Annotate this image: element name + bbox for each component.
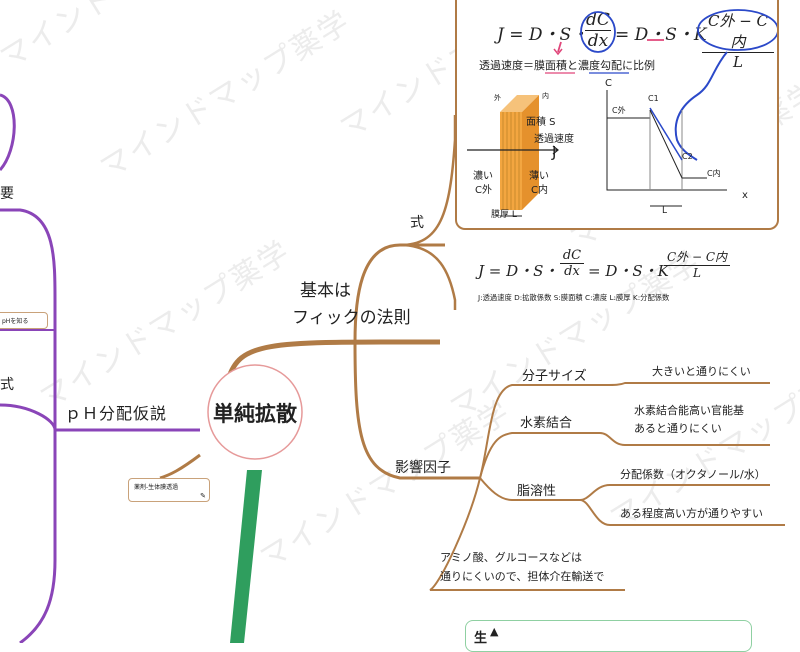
- left-partial-note-text: pHを知る: [2, 318, 29, 325]
- formula-frac1-den: dx: [564, 264, 580, 279]
- card-frac2-den: L: [733, 53, 743, 71]
- carrier-note-line2[interactable]: 通りにくいので、担体介在輸送で: [440, 570, 605, 583]
- rate-symbol: J: [552, 143, 557, 161]
- frac1-circle: [580, 11, 616, 53]
- formula-text-node[interactable]: J = D・S・ dC dx = D・S・K C外 − C内 L: [478, 248, 748, 288]
- graph-c2-label: C2: [682, 152, 693, 161]
- basic-law-line2[interactable]: フィックの法則: [292, 308, 411, 328]
- bottom-box-label: 生: [474, 631, 488, 646]
- card-frac2: C外 − C内 L: [702, 10, 774, 71]
- membrane-illustration: [467, 95, 559, 217]
- ph-partition-label[interactable]: ｐＨ分配仮説: [65, 404, 168, 423]
- graph-c-in-label: C内: [707, 169, 721, 178]
- factor-lipophilicity-detail-2[interactable]: ある程度高い方が通りやすい: [620, 507, 763, 520]
- thickness-label: 膜厚 L: [491, 210, 517, 220]
- arrow-up-icon: ▲: [490, 625, 499, 638]
- concentration-graph: [606, 90, 727, 207]
- factor-hydrogen-bond[interactable]: 水素結合: [520, 416, 573, 431]
- caption-term-gradient: 濃度勾配: [578, 59, 622, 72]
- factor-branches: [429, 382, 785, 591]
- caption-prefix: 透過速度＝: [479, 59, 534, 72]
- carrier-note-line1[interactable]: アミノ酸、グルコースなどは: [440, 551, 583, 564]
- caption-and: と: [567, 59, 578, 72]
- thin-symbol: C内: [531, 185, 548, 196]
- small-note-box[interactable]: 薬剤-生体膜透過 ✎: [128, 478, 210, 502]
- card-frac1-num: dC: [585, 10, 611, 31]
- card-caption: 透過速度＝膜面積と濃度勾配に比例: [479, 57, 655, 73]
- card-frac2-num: C外 − C内: [702, 10, 774, 53]
- left-partial-formula-label: 式: [0, 377, 14, 393]
- formula-frac1: dC dx: [560, 248, 584, 279]
- center-node[interactable]: 単純拡散: [213, 402, 297, 426]
- formula-eq-part2: = D・S・K: [588, 262, 669, 280]
- formula-card[interactable]: J = D・S・ dC dx = D・S・K C外 − C内 L: [455, 0, 779, 230]
- formula-eq-part1: J = D・S・: [478, 262, 559, 280]
- frac2-circle: [697, 9, 777, 51]
- factor-molecular-size-detail[interactable]: 大きいと通りにくい: [652, 365, 751, 378]
- blue-curve: [674, 51, 728, 161]
- graph-x-label: x: [742, 190, 748, 201]
- factor-hydrogen-bond-detail-2[interactable]: あると通りにくい: [634, 422, 722, 435]
- left-branch-lines: [0, 93, 200, 643]
- center-node-circle: [207, 364, 303, 460]
- green-branch: [230, 470, 262, 643]
- factor-molecular-size[interactable]: 分子サイズ: [522, 369, 587, 384]
- caption-suffix: に比例: [622, 59, 655, 72]
- card-eq-part2: = D・S・K: [615, 25, 707, 45]
- card-equation: J = D・S・ dC dx = D・S・K C外 − C内 L: [497, 10, 777, 71]
- formula-frac2-den: L: [693, 266, 701, 280]
- graph-c-out-label: C外: [612, 106, 626, 115]
- small-note-text: 薬剤-生体膜透過: [134, 484, 179, 491]
- formula-frac2-num: C外 − C内: [664, 248, 730, 266]
- factors-title[interactable]: 影響因子: [395, 460, 451, 476]
- card-frac1: dC dx: [585, 10, 611, 51]
- card-eq-part1: J = D・S・: [497, 25, 589, 45]
- area-label: 面積 S: [526, 117, 556, 128]
- left-partial-note[interactable]: pHを知る: [0, 312, 48, 329]
- factor-hydrogen-bond-detail-1[interactable]: 水素結合能高い官能基: [634, 404, 744, 417]
- basic-law-branch: [225, 115, 480, 480]
- card-frac1-den: dx: [587, 31, 609, 51]
- pink-arrow-head: [553, 48, 563, 56]
- graph-c1-label: C1: [648, 94, 659, 103]
- left-partial-top-label: 要: [0, 186, 14, 202]
- bottom-box[interactable]: 生 ▲: [465, 620, 752, 652]
- graph-L-label: L: [662, 206, 668, 216]
- rate-label: 透過速度: [534, 134, 574, 145]
- formula-legend: J:透過速度 D:拡散係数 S:膜面積 C:濃度 L:膜厚 K:分配係数: [478, 293, 670, 302]
- formula-frac1-num: dC: [560, 248, 584, 264]
- small-note-connector: [159, 453, 201, 480]
- note-icon: ✎: [200, 492, 206, 500]
- membrane-outside-label: 外: [494, 94, 501, 102]
- card-annotations: [467, 9, 777, 217]
- formula-frac2: C外 − C内 L: [664, 248, 730, 280]
- basic-law-line1[interactable]: 基本は: [300, 281, 351, 301]
- factor-lipophilicity-detail-1[interactable]: 分配係数（オクタノール/水）: [620, 468, 766, 481]
- dense-label: 濃い: [473, 171, 493, 182]
- pink-arrow: [557, 41, 562, 53]
- membrane-inside-label: 内: [542, 92, 549, 100]
- formula-branch-label[interactable]: 式: [410, 215, 424, 231]
- dense-symbol: C外: [475, 185, 492, 196]
- caption-term-area: 膜面積: [534, 59, 567, 72]
- graph-y-label: C: [605, 78, 612, 89]
- factor-lipophilicity[interactable]: 脂溶性: [517, 484, 557, 499]
- thin-label: 薄い: [529, 171, 549, 182]
